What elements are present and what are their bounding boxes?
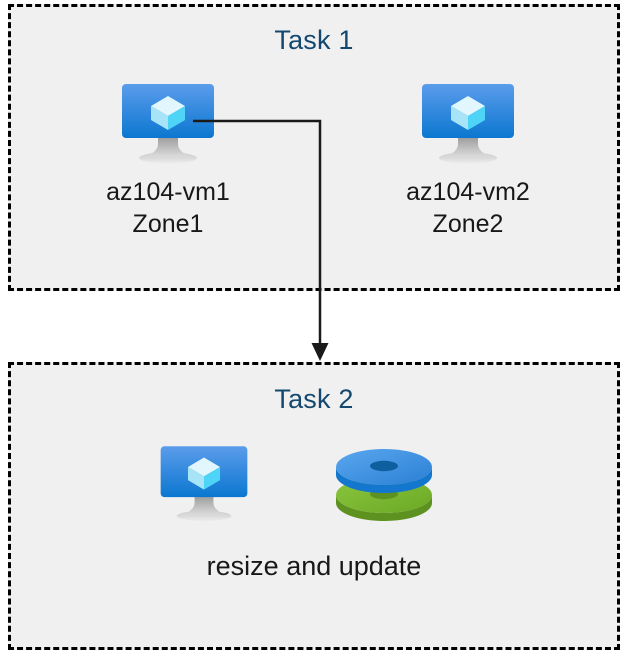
task-2-caption: resize and update bbox=[206, 551, 422, 581]
task-2-title: Task 2 bbox=[274, 384, 354, 414]
node-label-az104-vm1: az104-vm1 Zone1 bbox=[106, 178, 230, 238]
node-label-az104-vm2: az104-vm2 Zone2 bbox=[406, 178, 530, 238]
node-az104-vm2: az104-vm2 Zone2 bbox=[358, 82, 578, 240]
managed-disks-icon bbox=[332, 443, 436, 525]
virtual-machine-icon bbox=[155, 443, 253, 523]
virtual-machine-icon bbox=[58, 82, 278, 164]
task-2-container bbox=[8, 362, 620, 650]
task-1-title: Task 1 bbox=[274, 25, 354, 55]
virtual-machine-icon bbox=[358, 82, 578, 164]
node-az104-vm1: az104-vm1 Zone1 bbox=[58, 82, 278, 240]
